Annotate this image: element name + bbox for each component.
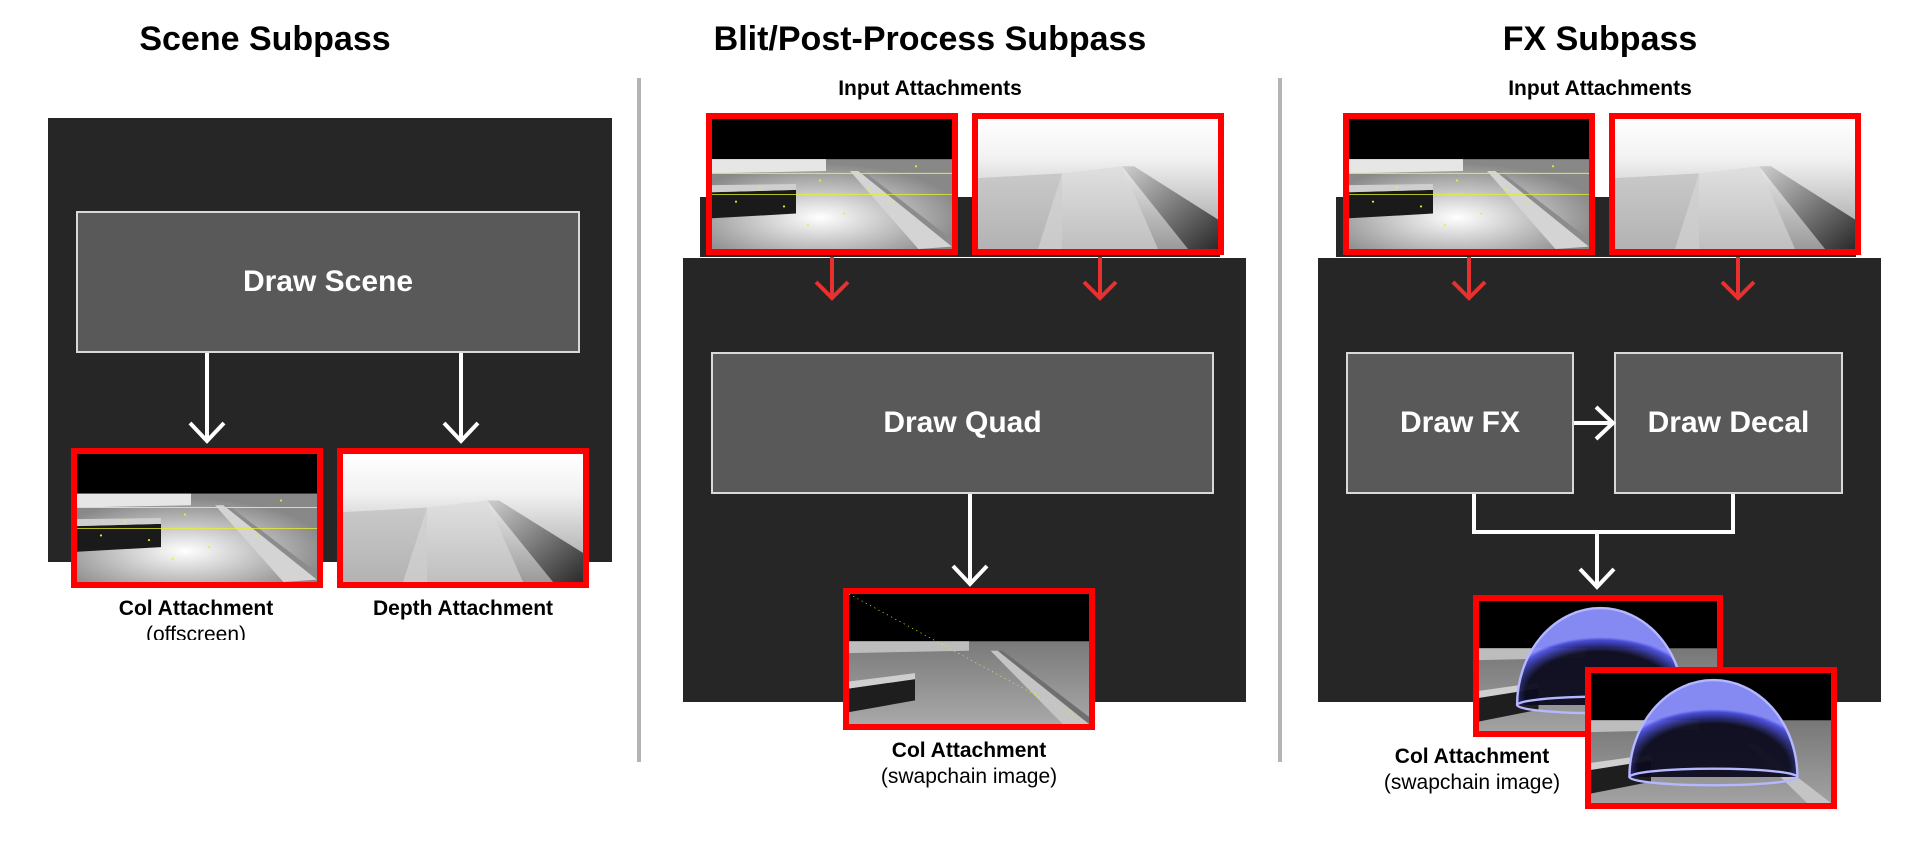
blit-input-color-thumb <box>706 113 958 255</box>
blit-col-attachment-thumb <box>843 588 1095 730</box>
fx-col-attachment-thumb-2 <box>1585 667 1837 809</box>
scene-col-caption: Col Attachment (offscreen) <box>76 596 316 640</box>
draw-fx-box: Draw FX <box>1346 352 1574 494</box>
scene-depth-attachment-thumb <box>337 448 589 588</box>
scene-depth-caption: Depth Attachment <box>343 596 583 622</box>
divider-left <box>637 78 641 762</box>
scene-subpass-title: Scene Subpass <box>139 20 391 58</box>
blit-col-caption-sub: (swapchain image) <box>880 765 1058 788</box>
scene-depth-caption-title: Depth Attachment <box>372 597 554 620</box>
blit-col-caption: Col Attachment (swapchain image) <box>849 738 1089 790</box>
divider-right <box>1278 78 1282 762</box>
scene-col-caption-title: Col Attachment <box>118 597 274 620</box>
fx-col-caption: Col Attachment (swapchain image) <box>1352 744 1592 796</box>
fx-input-label: Input Attachments <box>1508 77 1692 100</box>
fx-col-caption-title: Col Attachment <box>1394 745 1550 768</box>
draw-quad-box: Draw Quad <box>711 352 1214 494</box>
blit-col-caption-title: Col Attachment <box>891 739 1047 762</box>
draw-scene-box: Draw Scene <box>76 211 580 353</box>
scene-col-caption-sub: (offscreen) <box>146 623 246 640</box>
fx-col-caption-sub: (swapchain image) <box>1383 771 1561 794</box>
blit-input-depth-thumb <box>972 113 1224 255</box>
blit-subpass-title: Blit/Post-Process Subpass <box>713 20 1147 58</box>
fx-input-depth-thumb <box>1609 113 1861 255</box>
fx-input-color-thumb <box>1343 113 1595 255</box>
fx-subpass-title: FX Subpass <box>1502 20 1698 58</box>
blit-input-label: Input Attachments <box>838 77 1022 100</box>
scene-col-attachment-thumb <box>71 448 323 588</box>
draw-decal-box: Draw Decal <box>1614 352 1843 494</box>
